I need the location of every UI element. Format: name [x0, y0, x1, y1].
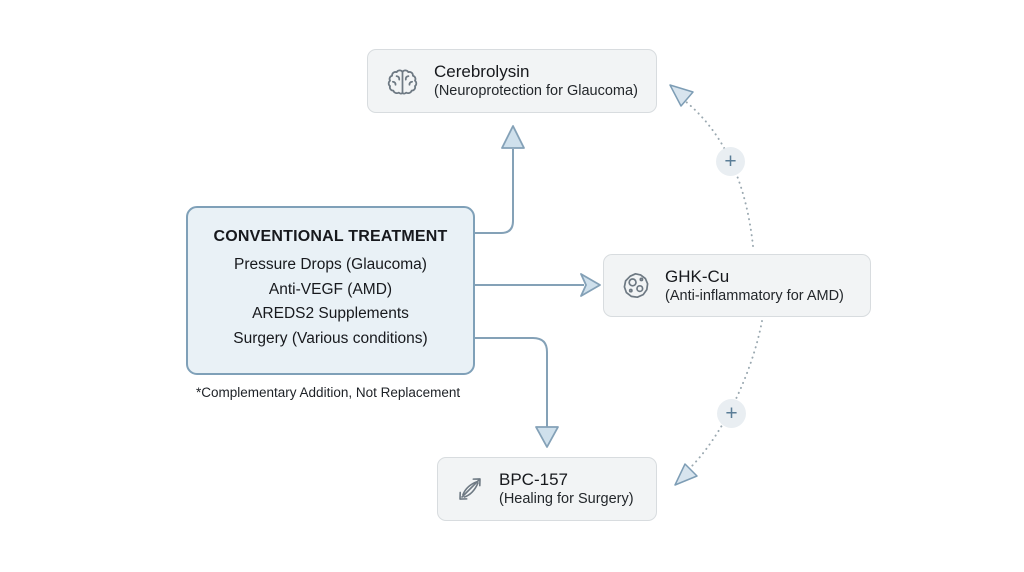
conventional-treatment-title: CONVENTIONAL TREATMENT — [213, 228, 448, 245]
healing-icon — [454, 473, 486, 505]
footnote: *Complementary Addition, Not Replacement — [196, 385, 461, 400]
node-subtitle: (Neuroprotection for Glaucoma) — [434, 83, 638, 99]
node-title: Cerebrolysin — [434, 62, 530, 81]
arrow-to-bpc-157 — [475, 337, 559, 448]
node-ghk-cu: GHK-Cu (Anti-inflammatory for AMD) — [603, 254, 871, 317]
dotted-link-ghk-to-bpc — [674, 320, 763, 486]
arrow-to-cerebrolysin — [475, 125, 525, 234]
cell-icon — [620, 270, 652, 302]
node-subtitle: (Anti-inflammatory for AMD) — [665, 287, 844, 304]
conventional-treatment-box: CONVENTIONAL TREATMENT Pressure Drops (G… — [186, 206, 475, 375]
plus-badge-bottom: + — [717, 399, 746, 428]
node-title: BPC-157 — [499, 470, 568, 489]
node-subtitle: (Healing for Surgery) — [499, 491, 634, 507]
plus-icon: + — [725, 402, 738, 425]
node-title: GHK-Cu — [665, 266, 730, 286]
node-bpc-157: BPC-157 (Healing for Surgery) — [437, 457, 657, 521]
brain-icon — [384, 65, 421, 98]
plus-badge-top: + — [716, 147, 745, 176]
treatment-item: AREDS2 Supplements — [252, 305, 409, 322]
treatment-item: Surgery (Various conditions) — [233, 329, 428, 347]
treatment-item: Anti-VEGF (AMD) — [268, 280, 393, 298]
plus-icon: + — [724, 150, 737, 173]
arrow-to-ghk-cu — [475, 273, 601, 297]
treatment-item: Pressure Drops (Glaucoma) — [234, 256, 427, 273]
node-cerebrolysin: Cerebrolysin (Neuroprotection for Glauco… — [367, 49, 657, 113]
